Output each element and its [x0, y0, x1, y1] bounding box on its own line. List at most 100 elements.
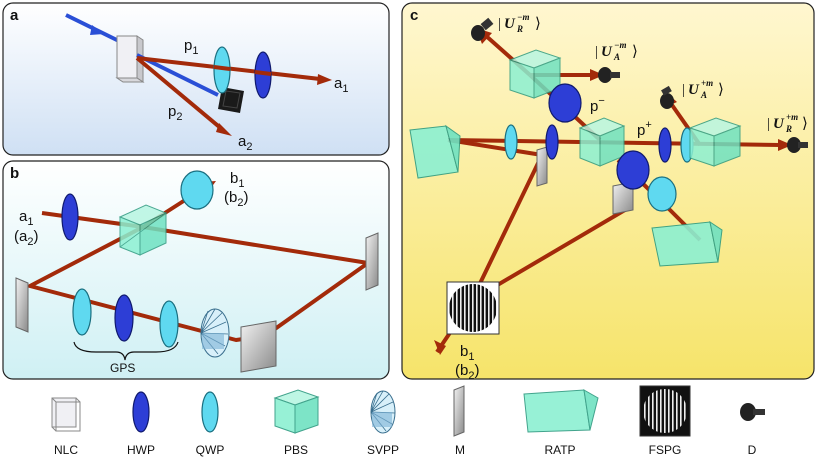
qwp-b-output — [180, 170, 214, 210]
panel-c-frame — [401, 2, 815, 380]
detector-ur-minus — [471, 17, 494, 41]
panel-a-letter: a — [10, 7, 19, 24]
legend-label-d: D — [748, 443, 757, 457]
svg-text:A: A — [613, 52, 620, 62]
gps-qwp-2 — [159, 300, 179, 348]
beam-c-input-arrow — [434, 340, 446, 355]
pbs-b — [118, 204, 168, 256]
panel-a-frame — [2, 2, 390, 156]
svg-text:+m: +m — [786, 112, 798, 122]
label-b-b1: b1 — [230, 170, 244, 190]
legend-qwp-icon — [201, 391, 219, 433]
panel-c-letter: c — [410, 7, 418, 24]
pbs-c-upper — [508, 49, 562, 99]
pump-beam-arrow — [90, 25, 104, 35]
svg-text:⟩: ⟩ — [718, 82, 724, 98]
svg-text:⟩: ⟩ — [632, 44, 638, 60]
label-p2: p2 — [168, 103, 182, 123]
legend-nlc-icon — [51, 397, 81, 432]
legend-detector-icon — [740, 403, 765, 421]
legend-label-m: M — [455, 443, 465, 457]
label-b-b2: (b2) — [224, 189, 248, 209]
beam-a1-arrow — [317, 74, 332, 85]
svg-text:U: U — [773, 116, 785, 132]
legend-label-hwp: HWP — [127, 443, 155, 457]
legend-svpp-icon — [370, 390, 396, 434]
panel-b-frame — [2, 160, 390, 380]
detector-ur-plus — [787, 137, 808, 153]
mirror-b-left — [15, 277, 29, 333]
legend-label-qwp: QWP — [196, 443, 225, 457]
beam-dump — [218, 87, 244, 113]
legend-mirror-icon — [453, 385, 465, 437]
qwp-c-1 — [504, 124, 518, 160]
legend-hwp-icon — [132, 391, 150, 433]
label-p-minus: p− — [590, 95, 605, 115]
hwp-c-center — [616, 150, 650, 190]
pbs-c-center — [578, 117, 626, 167]
svg-text:−m: −m — [517, 12, 529, 22]
panel-a: a p1 p2 a1 a2 — [2, 2, 390, 156]
mirror-b-bottom — [240, 320, 277, 373]
legend-fspg-icon — [639, 385, 691, 437]
hwp-c-1 — [545, 124, 559, 160]
label-p-plus: p+ — [637, 119, 652, 139]
svg-text:U: U — [504, 16, 516, 32]
panel-c: c — [401, 2, 815, 382]
legend-label-pbs: PBS — [284, 443, 308, 457]
beam-p2 — [135, 56, 225, 132]
ket-ua-minus: | U −m A ⟩ — [595, 40, 638, 62]
legend-label-nlc: NLC — [54, 443, 78, 457]
svg-text:⟩: ⟩ — [802, 116, 808, 132]
label-b-a1: a1 — [19, 208, 33, 228]
svg-text:R: R — [516, 24, 523, 34]
panel-b: b — [2, 160, 390, 380]
svg-text:−m: −m — [614, 40, 626, 50]
gps-hwp — [114, 294, 134, 342]
legend-pbs-icon — [273, 389, 320, 434]
detector-ua-minus — [598, 67, 620, 83]
beam-ur-plus-arrow — [778, 139, 792, 151]
svg-text:A: A — [700, 90, 707, 100]
label-a2: a2 — [238, 133, 252, 153]
label-c-b1: b1 — [460, 343, 474, 363]
svg-text:R: R — [785, 124, 792, 134]
residual-pump-beam — [136, 53, 219, 97]
legend-label-fspg: FSPG — [649, 443, 682, 457]
svg-text:U: U — [688, 82, 700, 98]
ket-ur-minus: | U −m R ⟩ — [498, 12, 541, 34]
ratp-c-bottom — [651, 220, 723, 267]
legend: NLC HWP QWP PBS SVPP M RATP FSPG D — [51, 385, 765, 457]
pbs-c-right — [688, 117, 742, 167]
svg-text:+m: +m — [701, 78, 713, 88]
svg-text:|: | — [767, 116, 770, 132]
svpp-b — [200, 308, 230, 358]
svg-text:⟩: ⟩ — [535, 16, 541, 32]
gps-brace — [73, 341, 179, 361]
hwp-b-input — [61, 193, 79, 241]
svg-text:|: | — [595, 44, 598, 60]
label-c-b2: (b2) — [455, 362, 479, 382]
ket-ua-plus: | U +m A ⟩ — [682, 78, 724, 100]
gps-qwp-1 — [72, 288, 92, 336]
legend-label-ratp: RATP — [544, 443, 575, 457]
hwp-c-2 — [658, 127, 672, 163]
ket-ur-plus: | U +m R ⟩ — [767, 112, 808, 134]
mirror-b-right — [365, 232, 379, 291]
label-p1: p1 — [184, 37, 198, 57]
svg-text:U: U — [601, 44, 613, 60]
label-b-a2: (a2) — [14, 228, 38, 248]
label-gps: GPS — [110, 361, 135, 375]
svg-text:|: | — [498, 16, 501, 32]
fspg-c — [446, 281, 500, 335]
mirror-c-1 — [536, 146, 548, 187]
hwp-c-p-minus — [548, 83, 582, 123]
panel-b-letter: b — [10, 165, 19, 182]
qwp-c-center — [647, 176, 677, 212]
svg-text:|: | — [682, 82, 685, 98]
legend-label-svpp: SVPP — [367, 443, 399, 457]
detector-ua-plus — [660, 85, 674, 109]
legend-ratp-icon — [523, 389, 599, 433]
beam-a2-arrow — [216, 123, 232, 136]
ratp-c-left — [409, 124, 461, 179]
